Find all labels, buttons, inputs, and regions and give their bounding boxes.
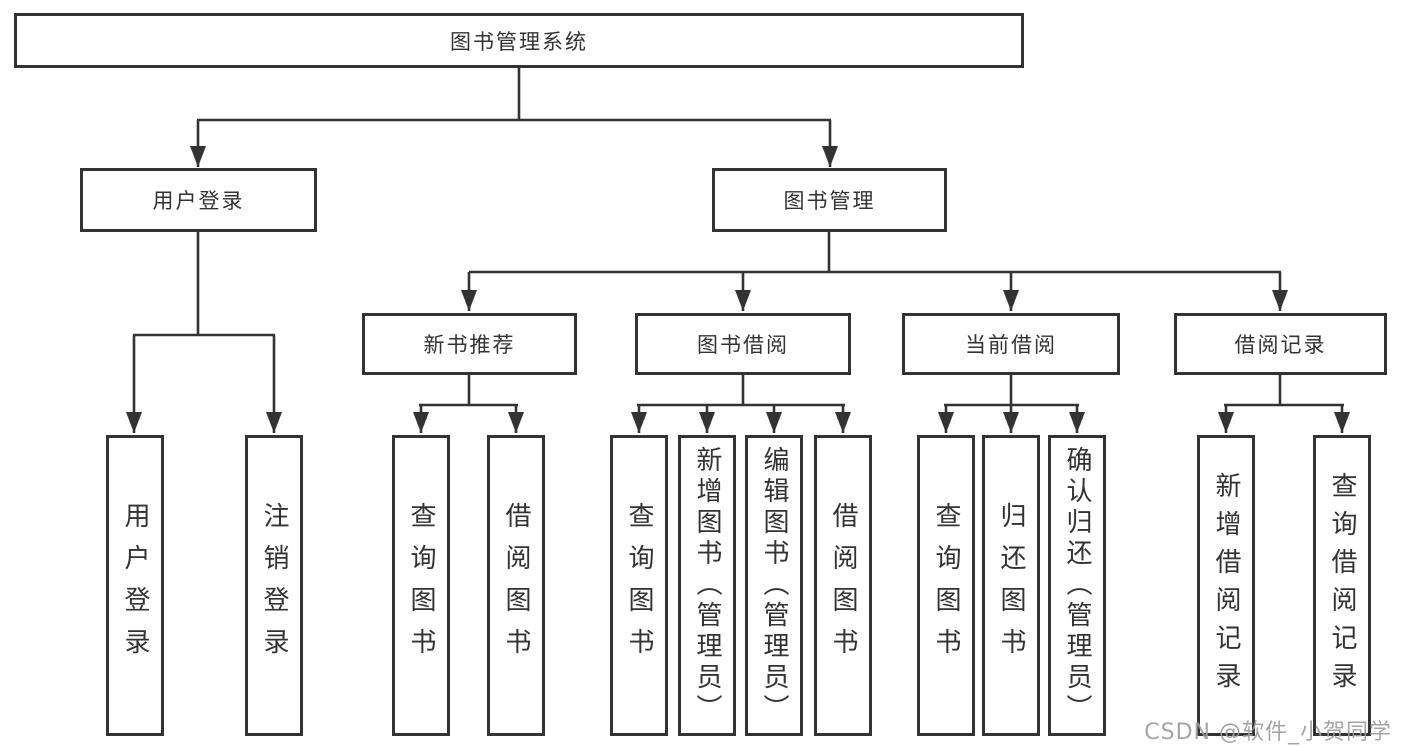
node-label: 归还图书 [996, 501, 1026, 670]
node-user-login: 用户登录 [80, 168, 317, 232]
leaf-user-login: 用户登录 [106, 435, 164, 736]
leaf-query-books-current: 查询图书 [917, 435, 975, 736]
node-label: 当前借阅 [965, 333, 1057, 357]
leaf-borrow-books: 借阅图书 [814, 435, 872, 736]
leaf-add-borrow-record: 新增借阅记录 [1197, 435, 1255, 736]
node-label: 用户登录 [152, 189, 245, 213]
node-label: 查询借阅记录 [1327, 471, 1357, 700]
node-label: 图书借阅 [697, 333, 789, 357]
node-library-management-system: 图书管理系统 [14, 13, 1024, 68]
leaf-confirm-return-admin: 确认归还（管理员） [1048, 435, 1106, 736]
node-label: 图书管理系统 [450, 29, 588, 54]
node-label: 借阅记录 [1234, 333, 1327, 357]
leaf-add-book-admin: 新增图书（管理员） [678, 435, 736, 736]
node-label: 确认归还（管理员） [1062, 446, 1092, 725]
node-book-borrowing: 图书借阅 [635, 313, 851, 375]
node-label: 新增借阅记录 [1211, 471, 1241, 700]
node-label: 借阅图书 [501, 501, 531, 670]
node-new-book-recommendation: 新书推荐 [362, 313, 577, 375]
node-label: 借阅图书 [828, 501, 858, 670]
node-label: 图书管理 [783, 189, 876, 213]
node-borrowing-records: 借阅记录 [1174, 313, 1387, 375]
leaf-query-books-borrow: 查询图书 [610, 435, 668, 736]
leaf-logout: 注销登录 [245, 435, 303, 736]
leaf-query-borrow-record: 查询借阅记录 [1313, 435, 1371, 736]
node-label: 查询图书 [624, 501, 654, 670]
leaf-return-books: 归还图书 [982, 435, 1040, 736]
node-label: 新增图书（管理员） [692, 446, 722, 725]
node-label: 编辑图书（管理员） [759, 446, 789, 725]
leaf-borrow-books-recommend: 借阅图书 [487, 435, 545, 736]
node-label: 查询图书 [931, 501, 961, 670]
node-label: 注销登录 [259, 501, 289, 670]
node-current-borrowing: 当前借阅 [902, 313, 1120, 375]
node-label: 查询图书 [406, 501, 436, 670]
node-label: 新书推荐 [423, 333, 516, 357]
csdn-watermark: CSDN @软件_小贺同学 [1144, 720, 1392, 745]
leaf-query-books-recommend: 查询图书 [392, 435, 450, 736]
leaf-edit-book-admin: 编辑图书（管理员） [745, 435, 803, 736]
node-book-management: 图书管理 [712, 168, 947, 232]
node-label: 用户登录 [120, 501, 150, 670]
